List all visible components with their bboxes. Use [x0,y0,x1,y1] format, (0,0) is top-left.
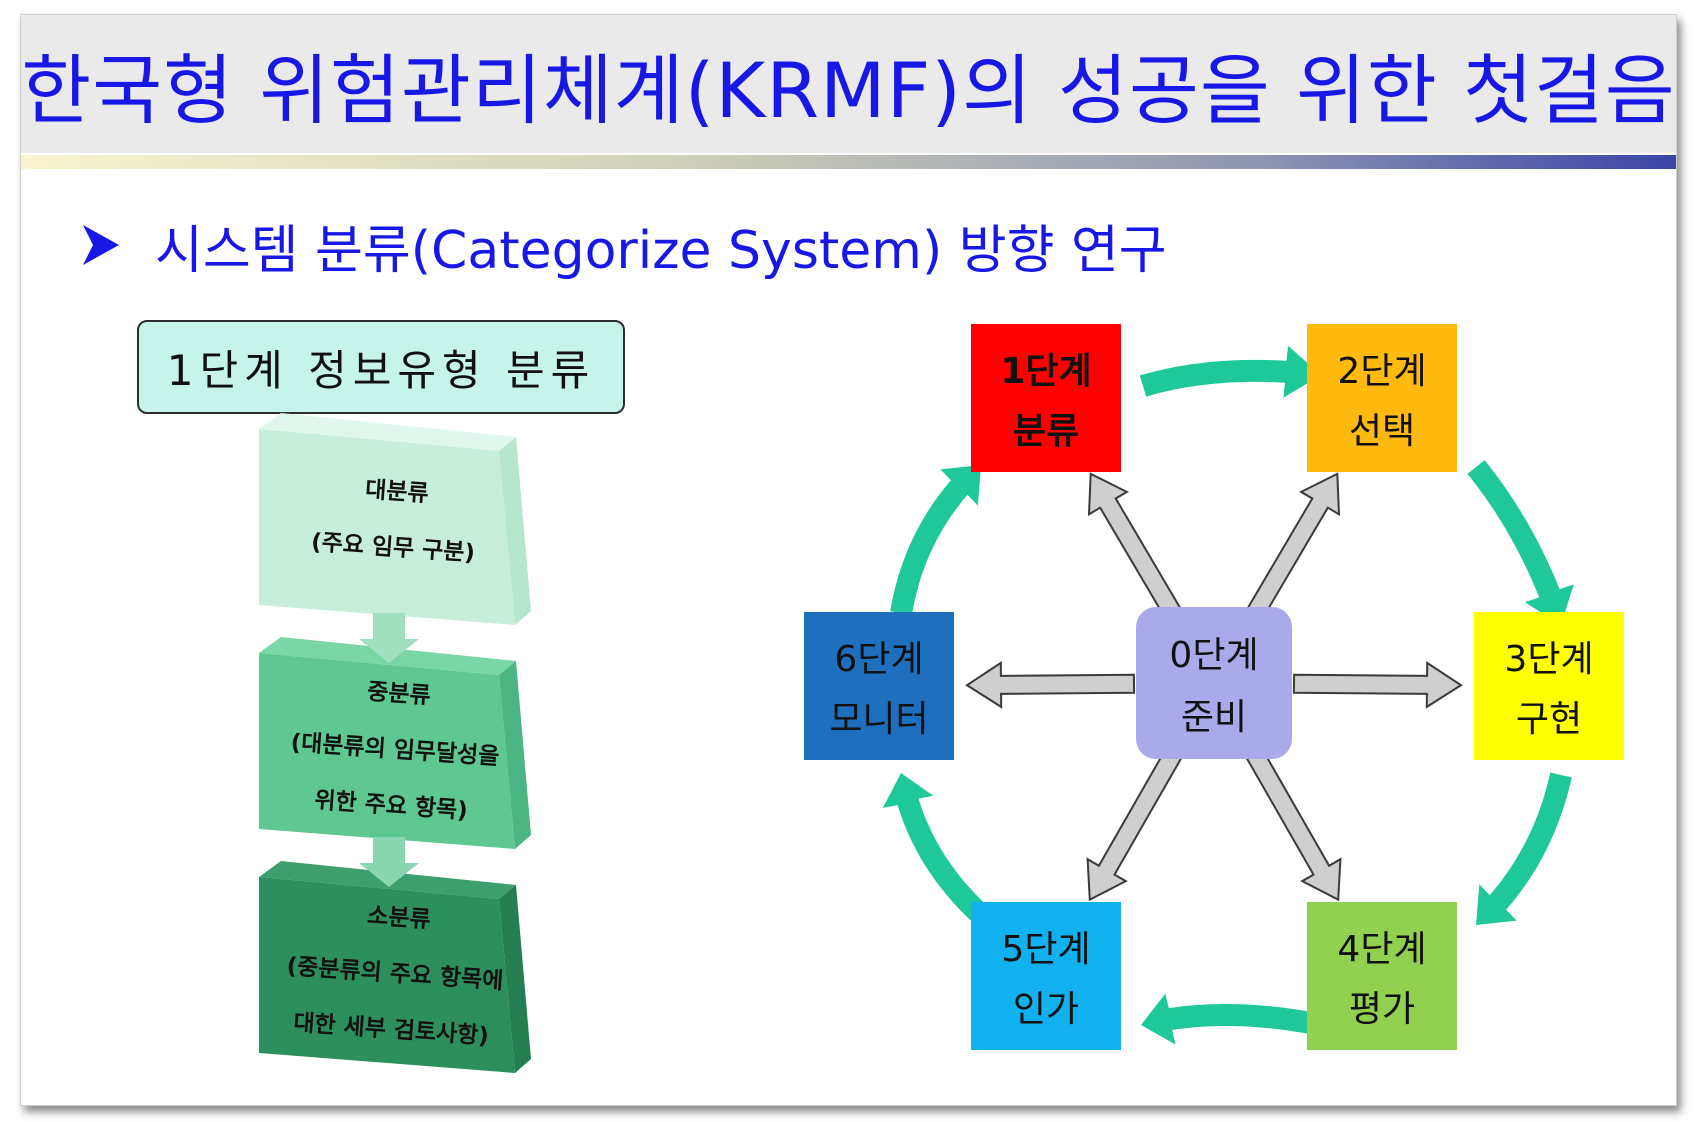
spokes [965,472,1463,902]
title-rule [21,155,1676,169]
subtitle-text: 시스템 분류(Categorize System) 방향 연구 [155,220,1167,281]
cycle-arrow-icon [890,465,981,615]
stage4-label: 4단계 [1337,929,1427,970]
subtitle-row: 시스템 분류(Categorize System) 방향 연구 [81,210,1167,281]
spoke-arrow-icon [1087,472,1183,621]
stage5-sub: 인가 [1012,989,1080,1030]
stage3-sub: 구현 [1515,699,1583,740]
stage4-box: 4단계 평가 [1307,902,1457,1050]
spoke-arrow-icon [1244,746,1342,902]
stage4-sub: 평가 [1348,989,1416,1030]
spoke-arrow-icon [1086,746,1184,902]
cycle-arrow-icon [1476,772,1572,925]
stage5-box: 5단계 인가 [971,902,1121,1050]
stage0-label: 0단계 [1169,635,1259,676]
stage5-label: 5단계 [1001,929,1091,970]
stage1-info-type-box: 1단계 정보유형 분류 [137,320,625,414]
cycle-arrow-icon [1141,993,1324,1045]
stage6-sub: 모니터 [829,699,929,740]
stage0-sub: 준비 [1180,697,1248,738]
stage6-box: 6단계 모니터 [804,612,954,760]
arrow-bullet-icon [83,225,119,265]
stage1-box: 1단계 분류 [971,324,1121,472]
stage3-label: 3단계 [1504,639,1594,680]
down-arrow-icon [359,613,419,887]
cycle-arrow-icon [1467,460,1574,625]
slide-title: 한국형 위험관리체계(KRMF)의 성공을 위한 첫걸음 [21,46,1676,135]
stage2-box: 2단계 선택 [1307,324,1457,472]
spoke-arrow-icon [1292,661,1463,709]
stage2-sub: 선택 [1348,411,1416,452]
cycle-arrow-icon [1139,345,1321,398]
stage6-label: 6단계 [834,639,924,680]
title-band [21,15,1676,153]
stage1-sub: 분류 [1012,411,1080,452]
hierarchy-graphic [259,413,531,1073]
spoke-arrow-icon [965,661,1136,709]
cycle-graphic [882,345,1574,1045]
slide: 한국형 위험관리체계(KRMF)의 성공을 위한 첫걸음 시스템 분류(Cate… [20,14,1677,1106]
stage0-hub: 0단계 준비 [1136,607,1292,759]
cycle-arrow-icon [882,773,989,924]
stage2-label: 2단계 [1337,351,1427,392]
spoke-arrow-icon [1245,472,1341,621]
cycle-arrows [882,345,1574,1045]
stage3-box: 3단계 구현 [1474,612,1624,760]
stage1-label: 1단계 [1000,351,1092,392]
hierarchy-box-large [259,413,531,625]
